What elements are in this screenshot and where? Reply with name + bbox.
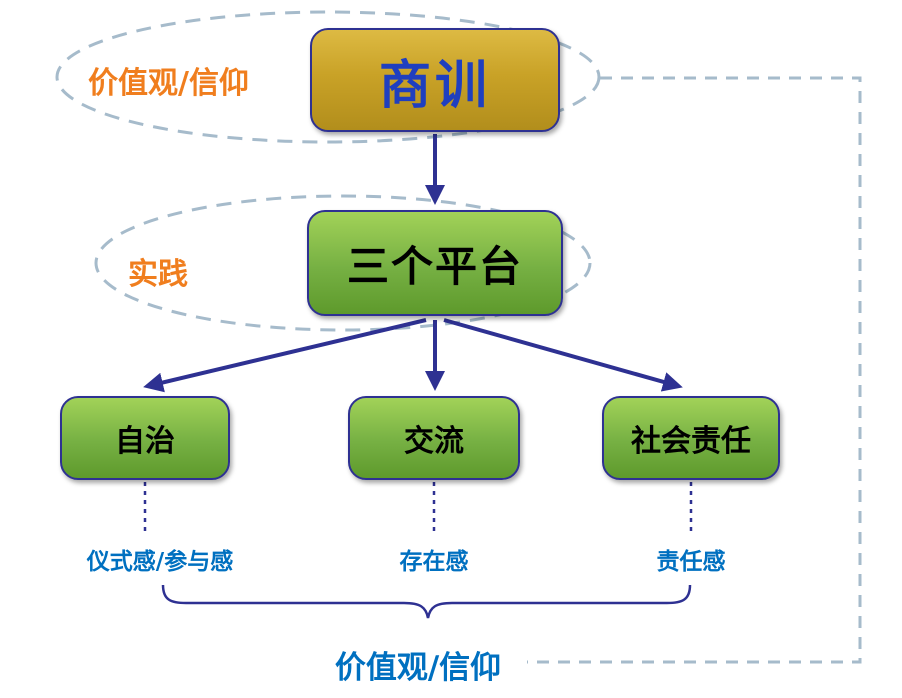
top-box: 商训	[310, 28, 560, 132]
values-belief-label-top: 价值观/信仰	[88, 66, 249, 101]
practice-label: 实践	[128, 257, 188, 292]
social-responsibility-box: 社会责任	[602, 396, 780, 480]
middle-box: 三个平台	[307, 210, 563, 316]
values-belief-label-bottom: 价值观/信仰	[334, 650, 502, 686]
top-box-label: 商训	[378, 55, 491, 116]
arrow-to-social-responsibility	[443, 318, 683, 392]
autonomy-box: 自治	[60, 396, 230, 480]
feeling-label-exchange: 存在感	[399, 549, 469, 575]
middle-box-label: 三个平台	[346, 241, 523, 291]
social-responsibility-box-label: 社会责任	[631, 424, 751, 459]
exchange-box-label: 交流	[404, 424, 464, 459]
exchange-box: 交流	[348, 396, 520, 480]
feeling-label-autonomy: 仪式感/参与感	[86, 549, 234, 575]
arrow-to-autonomy	[143, 318, 427, 393]
brace	[161, 584, 692, 619]
feeling-label-social-responsibility: 责任感	[656, 549, 726, 575]
autonomy-box-label: 自治	[115, 424, 175, 459]
